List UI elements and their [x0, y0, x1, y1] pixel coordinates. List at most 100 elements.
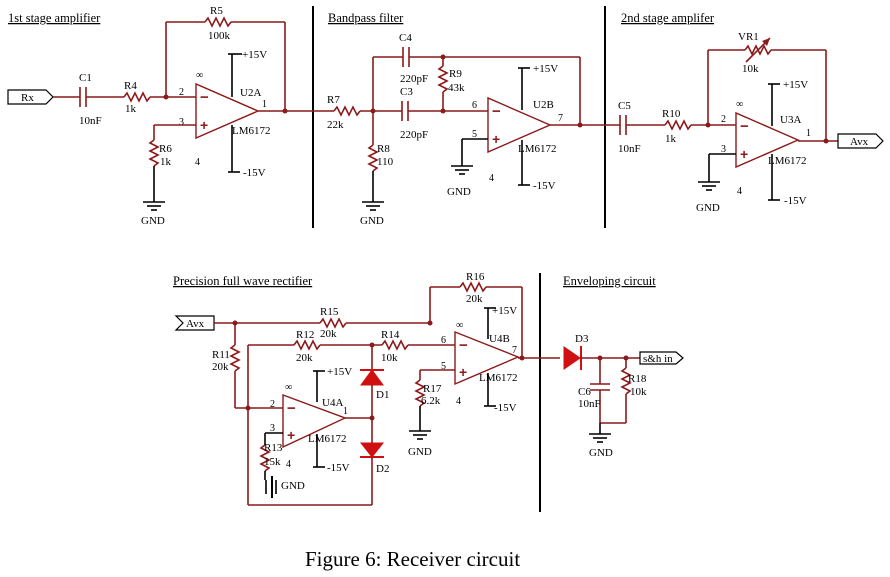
svg-text:GND: GND: [447, 186, 471, 198]
svg-text:5: 5: [441, 361, 446, 372]
svg-text:6: 6: [441, 335, 446, 346]
svg-text:+: +: [492, 131, 500, 147]
svg-text:∞: ∞: [196, 70, 203, 81]
svg-text:∞: ∞: [736, 99, 743, 110]
u3a-part: LM6172: [768, 155, 807, 167]
avx-input-port: [174, 315, 215, 331]
stage1-amplifier: Rx C1 10nF R4 1k R5 100k − + ∞ 2 3 1 4 U…: [7, 5, 313, 227]
svg-text:6: 6: [472, 100, 477, 111]
svg-text:−: −: [200, 89, 209, 106]
r12-value: 20k: [296, 352, 313, 364]
section-dividers: [312, 6, 606, 512]
r9-value: 43k: [448, 82, 465, 94]
r10-value: 1k: [665, 133, 677, 145]
svg-text:-15V: -15V: [533, 180, 556, 192]
svg-text:4: 4: [195, 157, 200, 168]
c1-ref: C1: [79, 72, 92, 84]
svg-text:+15V: +15V: [533, 63, 558, 75]
r14-ref: R14: [381, 329, 400, 341]
svg-text:3: 3: [721, 144, 726, 155]
d1-ref: D1: [376, 389, 389, 401]
r13-ref: R13: [264, 442, 283, 454]
r6-ref: R6: [159, 143, 172, 155]
r11-value: 20k: [212, 361, 229, 373]
r17-ref: R17: [423, 383, 442, 395]
r17-value: 6.2k: [421, 395, 441, 407]
sh-in-port: [639, 351, 684, 365]
r4-ref: R4: [124, 80, 137, 92]
section-title-bandpass: Bandpass filter: [328, 11, 404, 25]
svg-text:+: +: [740, 146, 748, 162]
u3a-name: U3A: [780, 114, 801, 126]
svg-text:2: 2: [179, 87, 184, 98]
d2-diode: [359, 442, 385, 458]
r6-resistor: [148, 139, 160, 167]
svg-text:GND: GND: [281, 480, 305, 492]
r14-resistor: [381, 339, 409, 351]
svg-text:1: 1: [262, 99, 267, 110]
r18-value: 10k: [630, 386, 647, 398]
r5-ref: R5: [210, 5, 223, 17]
c6-ref: C6: [578, 386, 591, 398]
section-title-stage1: 1st stage amplifier: [8, 11, 101, 25]
u4a-name: U4A: [322, 397, 343, 409]
bandpass-filter: R7 22k R8 110 GND C4 220pF C3 220pF R9 4: [313, 32, 620, 227]
rx-port: [7, 89, 54, 105]
r7-ref: R7: [327, 94, 340, 106]
svg-text:-15V: -15V: [784, 195, 807, 207]
sh-in-label: s&h in: [643, 353, 673, 365]
section-title-rectifier: Precision full wave rectifier: [173, 274, 313, 288]
r10-resistor: [664, 119, 692, 131]
d3-diode: [563, 346, 581, 370]
gnd-symbol: [450, 159, 474, 175]
gnd-symbol: [408, 424, 432, 440]
r4-value: 1k: [125, 103, 137, 115]
gnd-symbol: [697, 175, 721, 191]
svg-text:+15V: +15V: [327, 366, 352, 378]
stage2-amplifier: C5 10nF R10 1k VR1 10k − + ∞ 2 3 1 4 U3A…: [618, 31, 884, 214]
d1-diode: [360, 369, 384, 386]
u2a-opamp: [195, 82, 260, 140]
svg-text:7: 7: [512, 345, 517, 356]
r8-value: 110: [377, 156, 394, 168]
figure-caption: Figure 6: Receiver circuit: [305, 547, 520, 571]
r15-value: 20k: [320, 328, 337, 340]
svg-text:5: 5: [472, 129, 477, 140]
svg-text:GND: GND: [696, 202, 720, 214]
svg-text:∞: ∞: [456, 320, 463, 331]
svg-text:+: +: [200, 117, 208, 133]
u2a-vpos: +15V: [242, 49, 267, 61]
svg-text:+15V: +15V: [492, 305, 517, 317]
c3-value: 220pF: [400, 129, 428, 141]
svg-text:−: −: [492, 103, 501, 120]
r18-resistor: [620, 367, 632, 395]
vr1-value: 10k: [742, 63, 759, 75]
u4a-opamp: [282, 393, 347, 449]
r15-ref: R15: [320, 306, 339, 318]
rx-port-label: Rx: [21, 92, 34, 104]
u4b-opamp: [454, 330, 520, 386]
svg-text:3: 3: [270, 423, 275, 434]
avx-output-label: Avx: [850, 136, 869, 148]
r7-value: 22k: [327, 119, 344, 131]
u2a-name: U2A: [240, 87, 261, 99]
r13-resistor: [259, 444, 271, 472]
gnd-symbol: [142, 195, 166, 211]
d2-ref: D2: [376, 463, 389, 475]
svg-text:−: −: [287, 400, 296, 417]
gnd-symbol: [361, 195, 385, 211]
svg-text:4: 4: [737, 186, 742, 197]
r12-ref: R12: [296, 329, 314, 341]
svg-text:GND: GND: [408, 446, 432, 458]
r11-resistor: [229, 344, 241, 372]
svg-text:4: 4: [456, 396, 461, 407]
svg-text:7: 7: [558, 113, 563, 124]
svg-text:GND: GND: [589, 447, 613, 459]
c4-ref: C4: [399, 32, 412, 44]
r9-resistor: [437, 65, 449, 93]
r17-resistor: [414, 379, 426, 407]
r15-resistor: [319, 317, 347, 329]
u3a-opamp: [735, 111, 800, 169]
svg-text:1: 1: [343, 406, 348, 417]
r16-ref: R16: [466, 271, 485, 283]
